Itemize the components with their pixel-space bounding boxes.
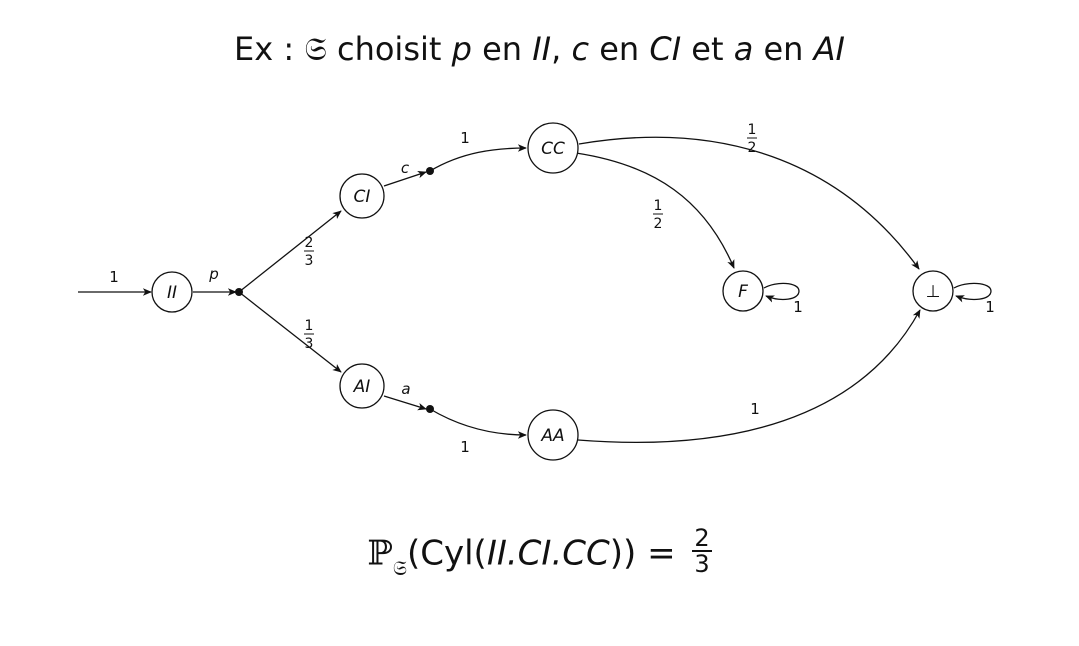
action-a-label: a — [401, 380, 410, 398]
title-comma: , — [551, 30, 572, 68]
node-ci-label: CI — [354, 187, 371, 207]
self-loop-bot — [953, 282, 992, 303]
prob-cc-to-f-den: 2 — [654, 216, 663, 232]
title-state-ai: AI — [813, 30, 845, 68]
edge-c-to-cc — [429, 144, 527, 172]
prob-symbol: ℙ — [367, 533, 393, 574]
prob-aa-to-bot-label: 1 — [750, 400, 760, 418]
self-loop-f — [763, 282, 800, 303]
prob-cc-to-f-num: 1 — [654, 198, 663, 214]
self-loop-f-label: 1 — [793, 298, 803, 316]
prob-a-to-aa-label: 1 — [460, 438, 470, 456]
node-cc-label: CC — [541, 139, 565, 159]
action-c-label: c — [401, 159, 410, 177]
edge-ci-to-c — [383, 170, 427, 187]
slide-title: Ex : 𝔖 choisit p en II, c en CI et a en … — [0, 30, 1079, 69]
title-en-2: en — [589, 30, 650, 68]
edge-cc-to-bot — [578, 136, 920, 270]
formula-fraction-num: 2 — [692, 524, 712, 552]
formula-path: II.CI.CC — [486, 533, 610, 574]
node-bot-label: ⊥ — [926, 282, 941, 302]
node-f-label: F — [738, 282, 748, 302]
prob-subscript: 𝔖 — [392, 555, 407, 580]
action-p-label: p — [208, 265, 219, 283]
edge-p-to-ai — [238, 291, 342, 373]
node-aa-label: AA — [540, 426, 564, 446]
title-prefix: Ex : — [234, 30, 305, 68]
prob-c-to-cc-label: 1 — [460, 129, 470, 147]
self-loop-bot-label: 1 — [985, 298, 995, 316]
title-action-c: c — [571, 30, 590, 68]
prob-to-ai-num: 1 — [305, 318, 314, 334]
node-ci: CI — [339, 173, 385, 219]
markov-diagram: 1 p 2 3 1 3 c 1 a 1 1 2 1 2 1 1 1 II — [78, 122, 995, 461]
title-en-3: en — [753, 30, 814, 68]
title-action-p: p — [451, 30, 472, 68]
formula-fraction-den: 3 — [694, 550, 710, 578]
initial-prob-label: 1 — [109, 268, 119, 286]
node-ii-label: II — [167, 283, 177, 303]
prob-to-ci-num: 2 — [305, 235, 314, 251]
prob-to-ai-den: 3 — [305, 336, 314, 352]
prob-cc-to-bot-num: 1 — [748, 122, 757, 138]
strategy-symbol: 𝔖 — [304, 30, 327, 68]
title-et: et — [681, 30, 734, 68]
title-action-a: a — [733, 30, 754, 68]
node-ai: AI — [339, 363, 385, 409]
title-choisit: choisit — [326, 30, 452, 68]
prob-cc-to-bot-den: 2 — [748, 140, 757, 156]
title-en-1: en — [471, 30, 533, 68]
edge-aa-to-bot — [577, 309, 921, 443]
prob-to-ci-den: 3 — [305, 253, 314, 269]
edge-cc-to-f — [575, 152, 735, 269]
edge-p-to-ci — [238, 210, 342, 293]
node-aa: AA — [527, 409, 579, 461]
edge-ai-to-a — [383, 395, 427, 411]
node-cc: CC — [527, 122, 579, 174]
node-ii: II — [151, 271, 193, 313]
node-f: F — [722, 270, 764, 312]
formula-open: (Cyl( — [406, 533, 487, 574]
edge-a-to-aa — [429, 408, 527, 439]
formula-close: )) = — [609, 533, 687, 574]
node-ai-label: AI — [353, 377, 371, 397]
title-state-ii: II — [532, 30, 552, 68]
node-bot: ⊥ — [912, 270, 954, 312]
title-state-ci: CI — [649, 30, 682, 68]
